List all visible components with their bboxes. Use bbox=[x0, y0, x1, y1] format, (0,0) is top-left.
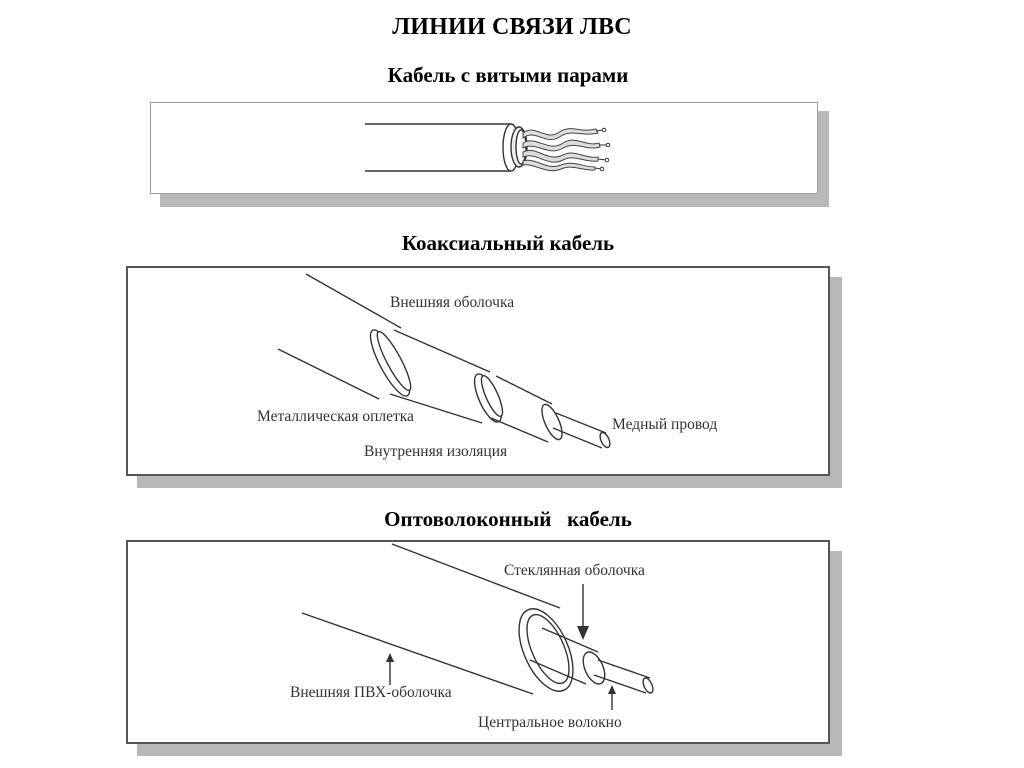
page-title: ЛИНИИ СВЯЗИ ЛВС bbox=[392, 14, 632, 40]
label-pvc-jacket: Внешняя ПВХ-оболочка bbox=[290, 684, 452, 701]
coaxial-panel: Внешняя оболочка Металлическая оплетка В… bbox=[126, 266, 830, 476]
label-metal-braid: Металлическая оплетка bbox=[257, 408, 414, 425]
label-outer-jacket: Внешняя оболочка bbox=[390, 294, 514, 311]
twisted-pair-cable-illustration bbox=[365, 123, 611, 172]
fiber-heading: Оптоволоконный кабель bbox=[384, 507, 632, 531]
fiber-cable-illustration: Стеклянная оболочка Внешняя ПВХ-оболочка… bbox=[290, 543, 654, 731]
coaxial-heading: Коаксиальный кабель bbox=[401, 231, 615, 255]
label-inner-insulation: Внутренняя изоляция bbox=[364, 443, 507, 460]
label-glass-cladding: Стеклянная оболочка bbox=[504, 562, 645, 579]
twisted-pair-heading: Кабель с витыми парами bbox=[387, 63, 629, 87]
label-core-fiber: Центральное волокно bbox=[478, 714, 622, 731]
label-copper-wire: Медный провод bbox=[612, 416, 717, 433]
fiber-panel: Стеклянная оболочка Внешняя ПВХ-оболочка… bbox=[126, 540, 830, 744]
coaxial-cable-illustration: Внешняя оболочка Металлическая оплетка В… bbox=[257, 273, 717, 460]
twisted-pair-panel bbox=[150, 102, 818, 194]
